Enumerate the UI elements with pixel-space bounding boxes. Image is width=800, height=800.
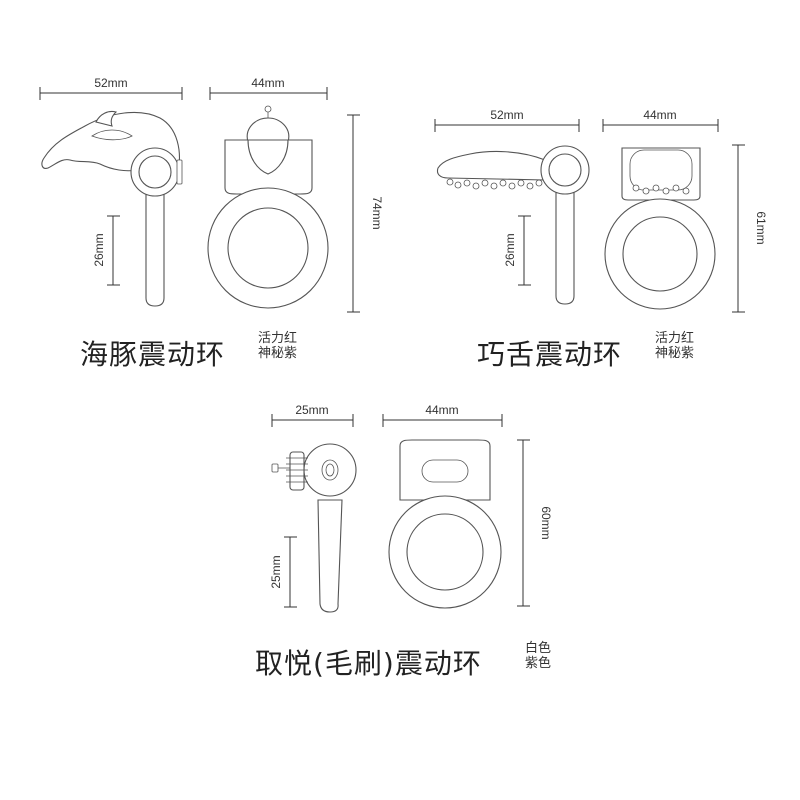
dim-front-width: 44mm xyxy=(602,108,719,132)
product-name-tongue: 巧舌震动环 xyxy=(477,338,623,371)
dim-side-width: 52mm xyxy=(434,108,580,132)
color-option: 活力红 xyxy=(258,331,298,346)
product-tongue: 52mm 44mm 61mm 26mm xyxy=(434,108,768,313)
height-label: 60mm xyxy=(539,506,553,539)
side-width-label: 52mm xyxy=(490,108,523,122)
height-label: 61mm xyxy=(754,211,768,244)
dim-front-width: 44mm xyxy=(382,403,503,427)
stem-label: 26mm xyxy=(503,233,517,266)
dim-front-width: 44mm xyxy=(209,76,328,100)
color-option: 白色 xyxy=(525,641,552,656)
dim-height: 61mm xyxy=(732,144,768,313)
stem-label: 25mm xyxy=(269,555,283,588)
color-option: 神秘紫 xyxy=(258,346,298,361)
product-colors-dolphin: 活力红 神秘紫 xyxy=(258,331,297,361)
front-width-label: 44mm xyxy=(643,108,676,122)
color-option: 紫色 xyxy=(525,656,552,671)
product-dolphin: 52mm 44mm 74mm 26mm xyxy=(39,76,384,313)
product-brush: 25mm 44mm 60mm 25mm xyxy=(269,403,553,613)
tongue-front-bumps xyxy=(632,184,690,195)
height-label: 74mm xyxy=(370,196,384,229)
stem-label: 26mm xyxy=(92,233,106,266)
product-name-dolphin: 海豚震动环 xyxy=(80,338,226,371)
dolphin-side-view xyxy=(41,110,183,307)
dim-stem: 26mm xyxy=(92,215,120,286)
product-name-brush: 取悦(毛刷)震动环 xyxy=(255,647,482,680)
brush-side-view xyxy=(271,443,357,613)
dim-side-width: 52mm xyxy=(39,76,183,100)
dolphin-front-view xyxy=(207,105,329,309)
color-option: 活力红 xyxy=(655,331,695,346)
dim-height: 74mm xyxy=(347,114,384,313)
front-width-label: 44mm xyxy=(425,403,458,417)
front-width-label: 44mm xyxy=(251,76,284,90)
product-colors-brush: 白色 紫色 xyxy=(525,641,551,671)
side-width-label: 25mm xyxy=(295,403,328,417)
tongue-bumps xyxy=(446,178,543,190)
dim-stem: 25mm xyxy=(269,536,297,608)
brush-front-view xyxy=(388,439,502,609)
color-option: 神秘紫 xyxy=(655,346,695,361)
tongue-front-view xyxy=(604,147,716,310)
side-width-label: 52mm xyxy=(94,76,127,90)
dim-stem: 26mm xyxy=(503,215,531,286)
dim-side-width: 25mm xyxy=(271,403,354,427)
brush-bristles xyxy=(271,451,308,491)
tongue-side-view xyxy=(436,145,590,305)
product-colors-tongue: 活力红 神秘紫 xyxy=(655,331,694,361)
dim-height: 60mm xyxy=(517,439,553,607)
